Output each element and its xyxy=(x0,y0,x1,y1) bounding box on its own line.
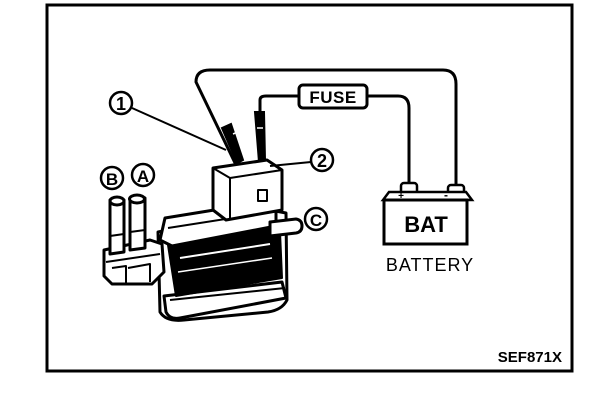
fuse: FUSE xyxy=(297,83,369,110)
battery-minus-sign: - xyxy=(444,188,448,202)
battery-plus-sign: + xyxy=(398,191,404,202)
wiring xyxy=(194,68,458,190)
probe-leads xyxy=(220,111,267,165)
battery-caption: BATTERY xyxy=(386,255,474,275)
callout-2-leader xyxy=(269,161,312,167)
wire-to-fuse xyxy=(258,94,302,167)
callout-c-circle xyxy=(303,206,329,232)
probe-tip-right xyxy=(253,111,267,164)
callouts: 1 2 B A C xyxy=(99,90,335,232)
battery-top xyxy=(380,190,475,202)
wire-fuse-to-battery-positive xyxy=(364,94,411,187)
wire-to-battery-negative xyxy=(194,68,458,190)
probe-tip-left xyxy=(220,122,245,165)
callout-1-label: 1 xyxy=(116,94,126,114)
battery: + - BAT BATTERY xyxy=(380,181,475,275)
callout-c-label: C xyxy=(310,211,322,230)
frame-border xyxy=(45,3,574,373)
fuse-label: FUSE xyxy=(309,88,356,107)
callout-2-circle xyxy=(309,147,335,173)
callout-2-label: 2 xyxy=(317,151,327,171)
port-c xyxy=(268,217,304,238)
callout-b-circle xyxy=(99,165,125,191)
connector-latch xyxy=(257,189,268,202)
callout-a-circle xyxy=(130,162,156,188)
figure-code: SEF871X xyxy=(498,349,562,366)
fuse-body xyxy=(297,83,369,110)
callout-a-label: A xyxy=(137,167,149,186)
callout-1-circle xyxy=(108,90,134,116)
connector-housing xyxy=(211,158,284,222)
callout-b-label: B xyxy=(106,170,118,189)
solenoid-valve xyxy=(102,158,304,322)
battery-body-label: BAT xyxy=(404,212,448,237)
battery-case xyxy=(382,198,469,246)
callout-1-leader xyxy=(131,107,227,151)
